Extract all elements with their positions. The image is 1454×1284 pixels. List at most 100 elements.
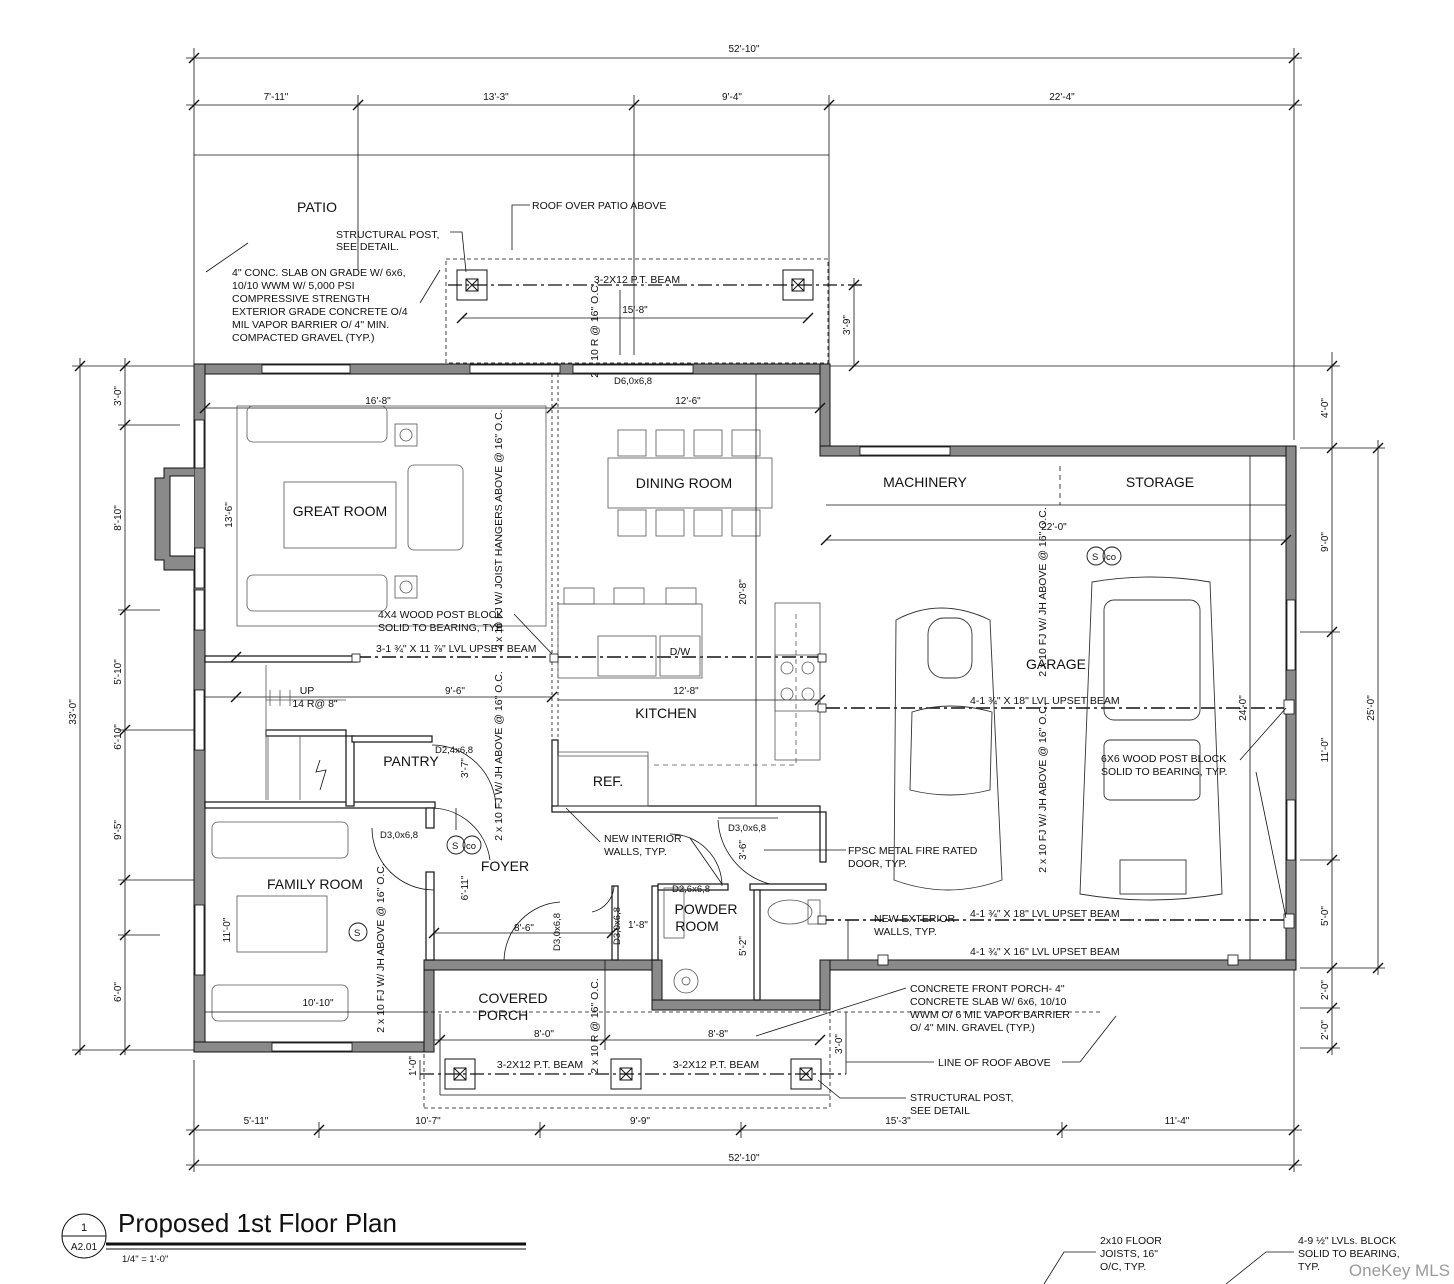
covered-porch-label-1: COVERED	[478, 990, 547, 1006]
structural-post-note-1: STRUCTURAL POST,	[336, 229, 439, 241]
garage-label: GARAGE	[1026, 656, 1086, 672]
refrigerator-label: REF.	[593, 773, 623, 789]
dishwasher-label: D/W	[670, 646, 691, 658]
post-block-note-2: SOLID TO BEARING, TYP.	[378, 622, 504, 634]
smoke-icon-family: S	[354, 928, 360, 939]
great-room-label: GREAT ROOM	[293, 503, 387, 519]
family-room-label: FAMILY ROOM	[267, 876, 363, 892]
door-closet-2: D3,0x6,8	[612, 907, 623, 945]
title-block	[61, 1213, 526, 1259]
front-porch-note-4: O/ 4" MIN. GRAVEL (TYP.)	[910, 1022, 1035, 1034]
joists-foyer-note: 2 x 10 FJ W/ JH ABOVE @ 16" O.C.	[493, 671, 505, 841]
powder-fixtures	[663, 887, 821, 994]
dim-garage-depth: 24'-0"	[1238, 695, 1249, 721]
left-dimensions	[72, 358, 194, 1055]
new-exterior-note-2: WALLS, TYP.	[874, 926, 937, 938]
bottom-dim-5: 11'-4"	[1165, 1116, 1190, 1127]
front-porch-note-2: CONCRETE SLAB W/ 6x6, 10/10	[910, 996, 1067, 1008]
smoke-icon-foyer: S	[452, 841, 458, 852]
new-exterior-note-1: NEW EXTERIOR	[874, 913, 956, 925]
patio-rafters-note: 2 x 10 R @ 16" O.C.	[589, 282, 601, 378]
legend-joists-2: JOISTS, 16"	[1100, 1248, 1158, 1260]
pantry-label: PANTRY	[383, 753, 439, 769]
dim-porch-1: 8'-0"	[534, 1029, 554, 1040]
top-dim-3: 9'-4"	[722, 92, 742, 103]
left-dim-3: 5'-10"	[113, 659, 124, 685]
dim-great-depth: 13'-6"	[224, 502, 235, 528]
legend-joists-1: 2x10 FLOOR	[1100, 1235, 1162, 1247]
garage-post-note-2: SOLID TO BEARING, TYP.	[1101, 766, 1227, 778]
stairs-up-label: UP	[300, 685, 315, 697]
patio-beam-dim: 15'-8"	[622, 305, 648, 316]
legend-lvl-1: 4-9 ½" LVLs. BLOCK	[1298, 1235, 1396, 1247]
joists-garage-note-2: 2 x 10 FJ W/ JH ABOVE @ 16" O.C.	[1037, 703, 1049, 873]
dim-closet: 1'-8"	[628, 920, 648, 931]
dim-porch-offset: 1'-0"	[408, 1056, 419, 1076]
joists-family-note: 2 x 10 FJ W/ JH ABOVE @ 16" O.C.	[375, 863, 387, 1033]
dim-garage-door: 3'-6"	[738, 840, 749, 860]
dim-family-width: 10'-10"	[302, 998, 333, 1009]
joists-great-note: 2 x 10 FJ W/ JOIST HANGERS ABOVE @ 16" O…	[493, 409, 505, 650]
dim-pantry: 3'-7"	[460, 758, 471, 778]
garage-beam-note-1: 4-1 ¾" X 18" LVL UPSET BEAM	[970, 695, 1120, 707]
right-dimensions	[830, 352, 1385, 1055]
page-title: Proposed 1st Floor Plan	[118, 1208, 397, 1238]
front-porch-note-3: WWM O/ 6 MIL VAPOR BARRIER	[910, 1009, 1070, 1021]
kitchen-fixtures	[557, 587, 821, 807]
new-interior-note-1: NEW INTERIOR	[604, 833, 682, 845]
structural-post-note-2: SEE DETAIL.	[336, 241, 399, 253]
dim-family-depth: 11'-0"	[222, 917, 233, 942]
foyer-label: FOYER	[481, 858, 529, 874]
title-number: 1	[81, 1222, 87, 1234]
dining-room-label: DINING ROOM	[636, 475, 732, 491]
right-dim-overall: 25'-0"	[1366, 695, 1377, 721]
powder-room-label-1: POWDER	[675, 901, 738, 917]
top-dim-2: 13'-3"	[483, 92, 509, 103]
stairs-risers-label: 14 R@ 8"	[292, 698, 338, 710]
dim-foyer-depth: 6'-11"	[460, 875, 471, 900]
door-family: D3,0x6,8	[380, 830, 418, 841]
title-scale: 1/4" = 1'-0"	[122, 1254, 168, 1265]
left-dim-5: 9'-5"	[113, 820, 124, 840]
slab-note-5: MIL VAPOR BARRIER O/ 4" MIN.	[232, 319, 389, 331]
dim-foyer-width: 8'-6"	[514, 923, 534, 934]
door-closet: D3,0x6,8	[552, 913, 563, 951]
powder-room-label-2: ROOM	[675, 918, 719, 934]
title-sheet: A2.01	[71, 1242, 98, 1253]
dim-porch-2: 8'-8"	[708, 1029, 728, 1040]
co-icon-foyer: co	[466, 841, 476, 852]
legend-lvl-3: TYP.	[1298, 1261, 1320, 1273]
patio-label: PATIO	[297, 199, 337, 215]
overall-dim-bottom: 52'-10"	[728, 1153, 759, 1164]
bottom-dim-2: 10'-7"	[415, 1116, 441, 1127]
joists-garage-note-1: 2 x 10 FJ W/ JH ABOVE @ 16" O.C.	[1037, 507, 1049, 677]
left-dim-1: 3'-0"	[113, 386, 124, 406]
bottom-dim-1: 5'-11"	[244, 1116, 269, 1127]
bottom-dim-4: 15'-3"	[885, 1116, 911, 1127]
legend-lvl-2: SOLID TO BEARING,	[1298, 1248, 1400, 1260]
dim-garage-width: 22'-0"	[1041, 522, 1067, 533]
porch-beam-note-2: 3-2X12 P.T. BEAM	[673, 1059, 759, 1071]
co-icon-garage: co	[1106, 552, 1116, 563]
door-powder: D2,6x6,8	[672, 884, 710, 895]
dim-kitchen-depth: 20'-8"	[738, 579, 749, 605]
porch-beam-note-1: 3-2X12 P.T. BEAM	[497, 1059, 583, 1071]
machinery-label: MACHINERY	[883, 474, 967, 490]
right-dim-top: 4'-0"	[1320, 398, 1331, 418]
lvl-beam-note-1: 3-1 ¾" X 11 ⅞" LVL UPSET BEAM	[376, 643, 537, 655]
door-garage: D3,0x6,8	[728, 823, 766, 834]
garage-post-note-1: 6X6 WOOD POST BLOCK	[1101, 753, 1226, 765]
garage-cars	[893, 576, 1223, 901]
door-pantry: D2,4x6,8	[435, 745, 473, 756]
slab-note-6: COMPACTED GRAVEL (TYP.)	[232, 332, 375, 344]
patio	[193, 154, 866, 366]
patio-depth-dim: 3'-9"	[842, 315, 853, 335]
bottom-dim-3: 9'-9"	[630, 1116, 650, 1127]
slab-note-3: COMPRESSIVE STRENGTH	[232, 293, 370, 305]
dim-kitchen-width: 12'-8"	[673, 686, 699, 697]
right-dim-5: 2'-0"	[1320, 1020, 1331, 1040]
fpsc-note-2: DOOR, TYP.	[848, 858, 907, 870]
great-room-furniture	[236, 405, 547, 627]
smoke-icon-garage: S	[1092, 552, 1098, 563]
